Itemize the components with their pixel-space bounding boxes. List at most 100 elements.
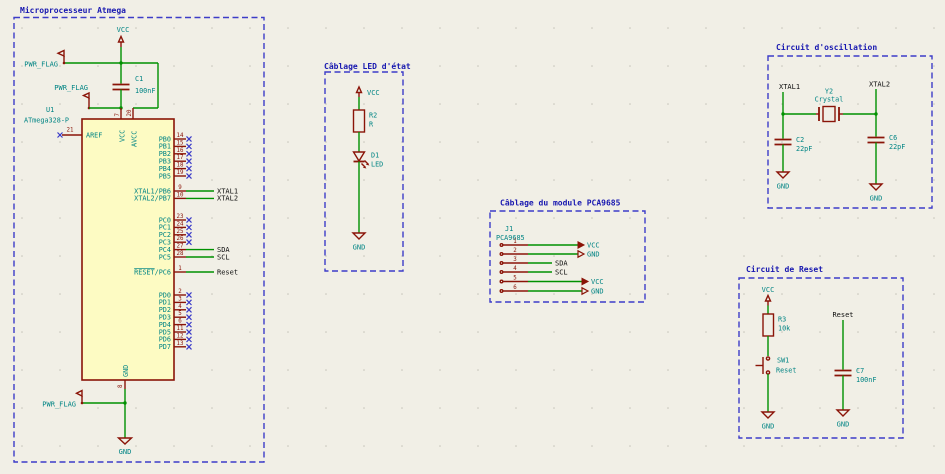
pin-number: 28 bbox=[177, 251, 184, 257]
section-mcu: Microprocesseur Atmega VCC PWR_FLAG C1 1… bbox=[13, 5, 265, 463]
gnd-power-symbol[interactable]: GND bbox=[351, 232, 367, 252]
pin-name: PD6 bbox=[159, 336, 171, 344]
vcc-power-symbol[interactable]: VCC bbox=[762, 286, 775, 306]
gnd-power-symbol[interactable]: GND bbox=[116, 437, 134, 456]
reset-net-label[interactable]: Reset bbox=[832, 311, 853, 319]
mcu-pin-PD7[interactable]: 13 PD7 bbox=[159, 341, 192, 351]
net-label[interactable]: SDA bbox=[217, 246, 230, 254]
net-label[interactable]: XTAL1 bbox=[217, 187, 238, 195]
net-label[interactable]: SDA bbox=[555, 259, 568, 267]
pin-name: PB3 bbox=[159, 158, 171, 166]
net-label[interactable]: SCL bbox=[217, 253, 230, 261]
d1-refdes: D1 bbox=[371, 152, 379, 160]
net-label[interactable]: VCC bbox=[591, 278, 604, 286]
pin-number: 2 bbox=[513, 248, 517, 254]
pin-name: PC0 bbox=[159, 216, 171, 224]
net-label[interactable]: GND bbox=[591, 288, 604, 296]
gnd-power-symbol[interactable]: GND bbox=[835, 409, 851, 429]
pin-number: 13 bbox=[177, 341, 184, 347]
gnd-power-symbol[interactable]: GND bbox=[775, 171, 791, 191]
led-triangle bbox=[352, 151, 366, 163]
pwr-flag-bottom[interactable]: PWR_FLAG bbox=[42, 389, 84, 409]
connector-pin-dot bbox=[499, 242, 504, 247]
crystal-y2[interactable]: Y2 Crystal bbox=[815, 88, 844, 123]
sw1-refdes: SW1 bbox=[777, 357, 789, 365]
pin-name: RESET/PC6 bbox=[134, 268, 171, 276]
section-title-osc[interactable]: Circuit d'oscillation bbox=[776, 42, 877, 52]
no-connect-icon bbox=[186, 224, 192, 231]
r3-value: 10k bbox=[778, 325, 790, 333]
net-label[interactable]: VCC bbox=[587, 242, 600, 250]
pwr-flag-top[interactable]: PWR_FLAG bbox=[24, 49, 66, 69]
pin-number: 16 bbox=[177, 148, 184, 154]
led-emission-arrowhead bbox=[362, 166, 367, 169]
switch-contact bbox=[765, 356, 771, 361]
xtal1-net-label[interactable]: XTAL1 bbox=[779, 83, 800, 91]
section-title-mcu[interactable]: Microprocesseur Atmega bbox=[20, 5, 126, 15]
j1-refdes: J1 bbox=[505, 225, 513, 233]
led-d1[interactable]: D1 LED bbox=[352, 151, 384, 169]
gnd-power-symbol[interactable]: GND bbox=[868, 183, 884, 203]
pin-number: 12 bbox=[177, 333, 184, 339]
gnd-icon bbox=[775, 171, 791, 179]
no-connect-icon bbox=[57, 132, 63, 138]
connector-pin-dot bbox=[499, 270, 504, 275]
section-title-led[interactable]: Câblage LED d'état bbox=[324, 61, 411, 71]
net-label[interactable]: Reset bbox=[217, 268, 238, 276]
pin-name: PD7 bbox=[159, 343, 171, 351]
pin-name: XTAL1/PB6 bbox=[134, 187, 171, 195]
vcc-power-symbol[interactable]: VCC bbox=[117, 26, 130, 47]
c7-refdes: C7 bbox=[856, 367, 864, 375]
c1-refdes: C1 bbox=[135, 75, 143, 83]
pin-number: 3 bbox=[178, 296, 182, 302]
pin8-name: GND bbox=[122, 365, 130, 377]
section-reset: Circuit de Reset VCC R3 10k SW1 Reset GN… bbox=[738, 264, 904, 439]
no-connect-icon bbox=[186, 299, 192, 306]
pin-number: 27 bbox=[177, 244, 184, 250]
section-title-pca[interactable]: Câblage du module PCA9685 bbox=[500, 199, 621, 208]
gnd-power-symbol[interactable]: GND bbox=[760, 411, 776, 431]
no-connect-icon bbox=[186, 328, 192, 336]
net-label[interactable]: GND bbox=[587, 251, 600, 259]
xtal2-net-label[interactable]: XTAL2 bbox=[869, 81, 890, 89]
net-label[interactable]: XTAL2 bbox=[217, 195, 238, 203]
pin7-number: 7 bbox=[115, 113, 121, 117]
pin-name: PB5 bbox=[159, 172, 171, 180]
pin-number: 24 bbox=[177, 221, 184, 227]
mcu-symbol[interactable]: U1 ATmega328-P 7 20 VCC AVCC GND 8 21 AR… bbox=[24, 106, 238, 388]
section-title-reset[interactable]: Circuit de Reset bbox=[746, 264, 823, 274]
c6-refdes: C6 bbox=[889, 134, 897, 142]
net-label[interactable]: SCL bbox=[555, 268, 568, 276]
vcc-power-symbol[interactable]: VCC bbox=[355, 85, 380, 97]
gnd-label: GND bbox=[870, 195, 883, 203]
